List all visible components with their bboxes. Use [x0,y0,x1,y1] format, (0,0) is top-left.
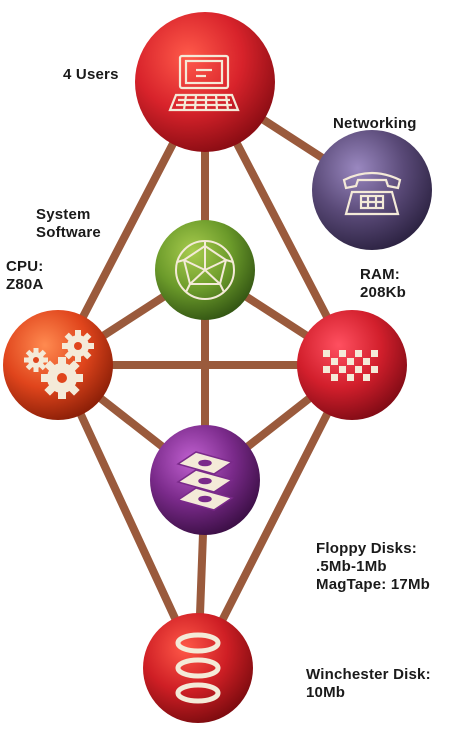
cpu-label-line-1: CPU: [6,258,44,275]
software-label: System Software [36,206,101,242]
stacked-disks-icon [176,451,234,511]
networking-node [312,130,432,250]
software-label-line-1: System [36,206,91,223]
cpu-node [3,310,113,420]
winchester-label-line-2: 10Mb [306,684,346,701]
ram-label-line-2: 208Kb [360,284,407,301]
software-label-line-2: Software [36,224,101,241]
memory-grid-icon [323,350,378,381]
floppy-label-line-1: Floppy Disks: [316,540,417,557]
networking-sphere [312,130,432,250]
gears-icon [24,330,94,399]
rod-ram-winchester [194,361,356,672]
winchester-sphere [143,613,253,723]
networking-label: Networking [333,115,417,132]
users-node [135,12,275,152]
floppy-label-line-3: MagTape: 17Mb [316,576,431,593]
ram-label-line-1: RAM: [360,266,400,283]
winchester-label-line-1: Winchester Disk: [306,666,431,683]
floppy-label: Floppy Disks: .5Mb-1Mb MagTape: 17Mb [316,540,430,594]
rod-cpu-winchester [54,361,202,672]
floppy-node [150,425,260,535]
ram-label: RAM: 208Kb [360,266,406,302]
software-node [155,220,255,320]
users-label: 4 Users [63,66,119,83]
terminal-icon [168,54,240,112]
cpu-label-line-2: Z80A [6,276,44,293]
floppy-label-line-2: .5Mb-1Mb [316,558,387,575]
winchester-label: Winchester Disk: 10Mb [306,666,431,702]
platters-icon [175,632,221,704]
cpu-label: CPU: Z80A [6,258,43,294]
telephone-icon [342,171,402,216]
winchester-node [143,613,253,723]
ram-node [297,310,407,420]
geodesic-sphere-icon [175,240,235,300]
